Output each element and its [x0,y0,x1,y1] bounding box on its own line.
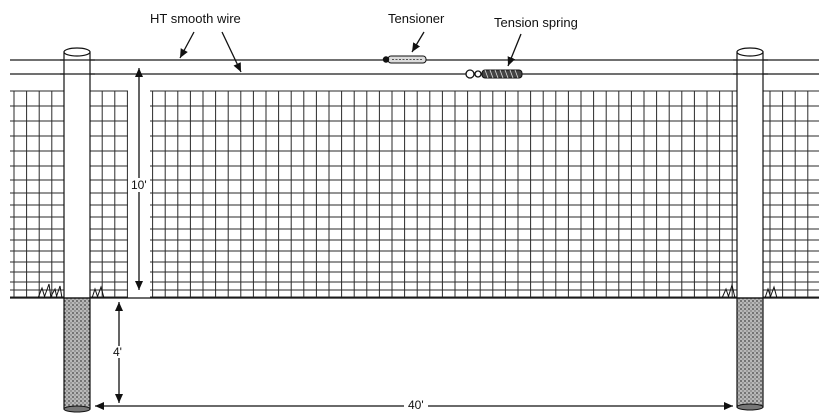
tension-spring [465,69,523,79]
grass-tuft-right [721,283,778,299]
grass-tuft-left [37,283,105,299]
pointer-arrow-tensioner [411,31,425,53]
label-ht-smooth-wire: HT smooth wire [150,11,241,26]
pointer-arrow-ht-wire-1 [179,31,195,59]
pointer-arrow-ht-wire-2 [221,31,242,73]
left-post-buried [63,296,91,410]
label-fence-height: 10' [131,178,147,192]
right-post [736,47,764,411]
left-post-above-ground [63,51,91,299]
right-post-top [736,47,764,57]
right-post-bottom [736,403,764,411]
right-post-buried [736,296,764,408]
right-post-above-ground [736,51,764,299]
left-post [63,47,91,413]
label-post-depth: 4' [113,345,122,359]
wires-over-posts [60,59,768,75]
label-tension-spring: Tension spring [494,15,578,30]
label-post-spacing: 40' [404,399,428,411]
pointer-arrow-tension-spring [507,33,522,67]
label-tensioner: Tensioner [388,11,445,26]
left-post-bottom [63,405,91,413]
left-post-top [63,47,91,57]
tensioner [382,55,427,64]
